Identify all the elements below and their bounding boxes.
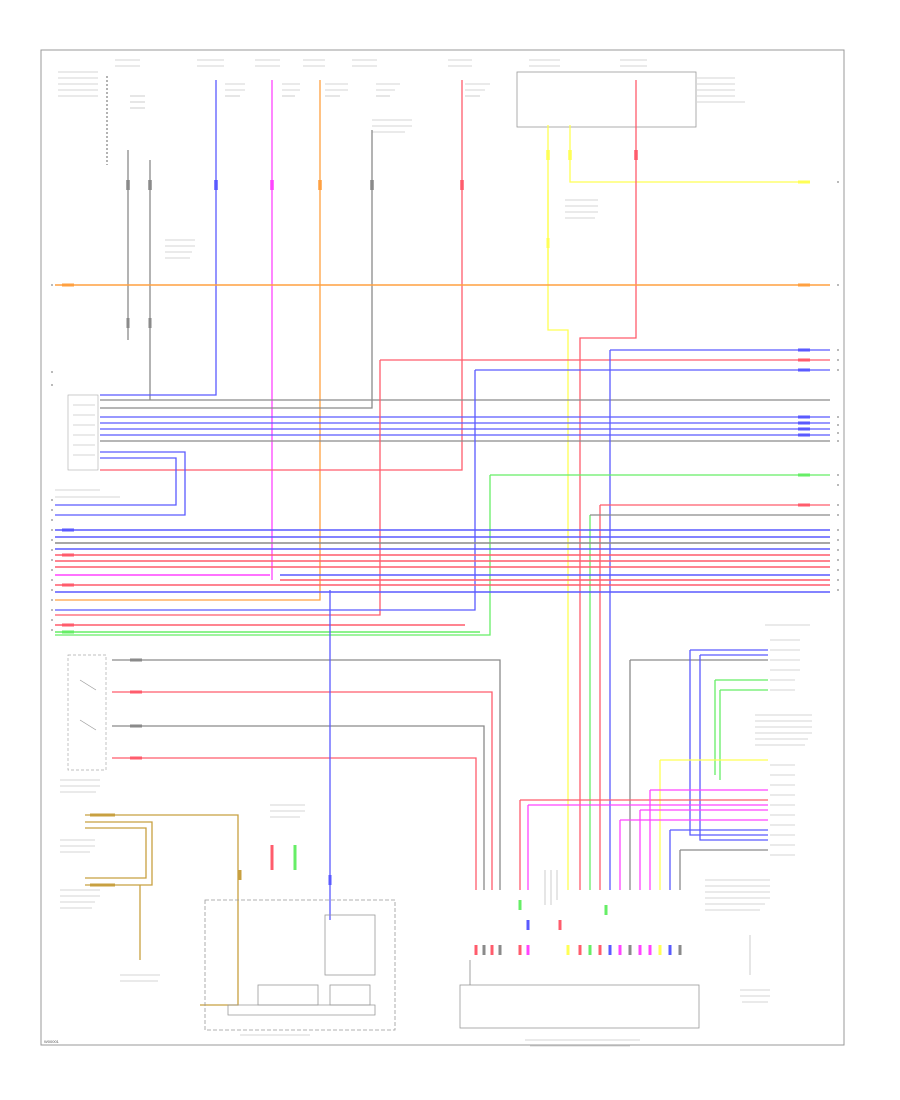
- top-connector-labels: [58, 59, 745, 259]
- upper-harness-bundle: [55, 349, 830, 890]
- right-connector-stack: [519, 649, 768, 890]
- vertical-drop-wires: [55, 76, 810, 890]
- wire-color-tags: [126, 150, 638, 190]
- left-pin-markers: [51, 181, 839, 631]
- lower-harness-bundle: [55, 529, 830, 633]
- ecu-pin-stubs: [126, 238, 682, 955]
- relay-connector-box: [516, 71, 697, 128]
- left-seat-connector: [55, 394, 120, 498]
- seat-control-unit: [459, 960, 700, 1029]
- seat-switch-block: [60, 654, 501, 890]
- diagram-frame: [40, 49, 845, 1046]
- brown-sensor-wires: [85, 814, 239, 1006]
- ecu-labels: [525, 870, 770, 1047]
- right-pin-markers: [837, 349, 839, 591]
- harness-end-tags: [62, 180, 810, 887]
- combination-meter: [204, 590, 396, 1036]
- page-reference: W00001: [44, 1039, 60, 1044]
- right-stack-labels: [705, 624, 812, 911]
- seat-sensor-labels: [60, 839, 160, 982]
